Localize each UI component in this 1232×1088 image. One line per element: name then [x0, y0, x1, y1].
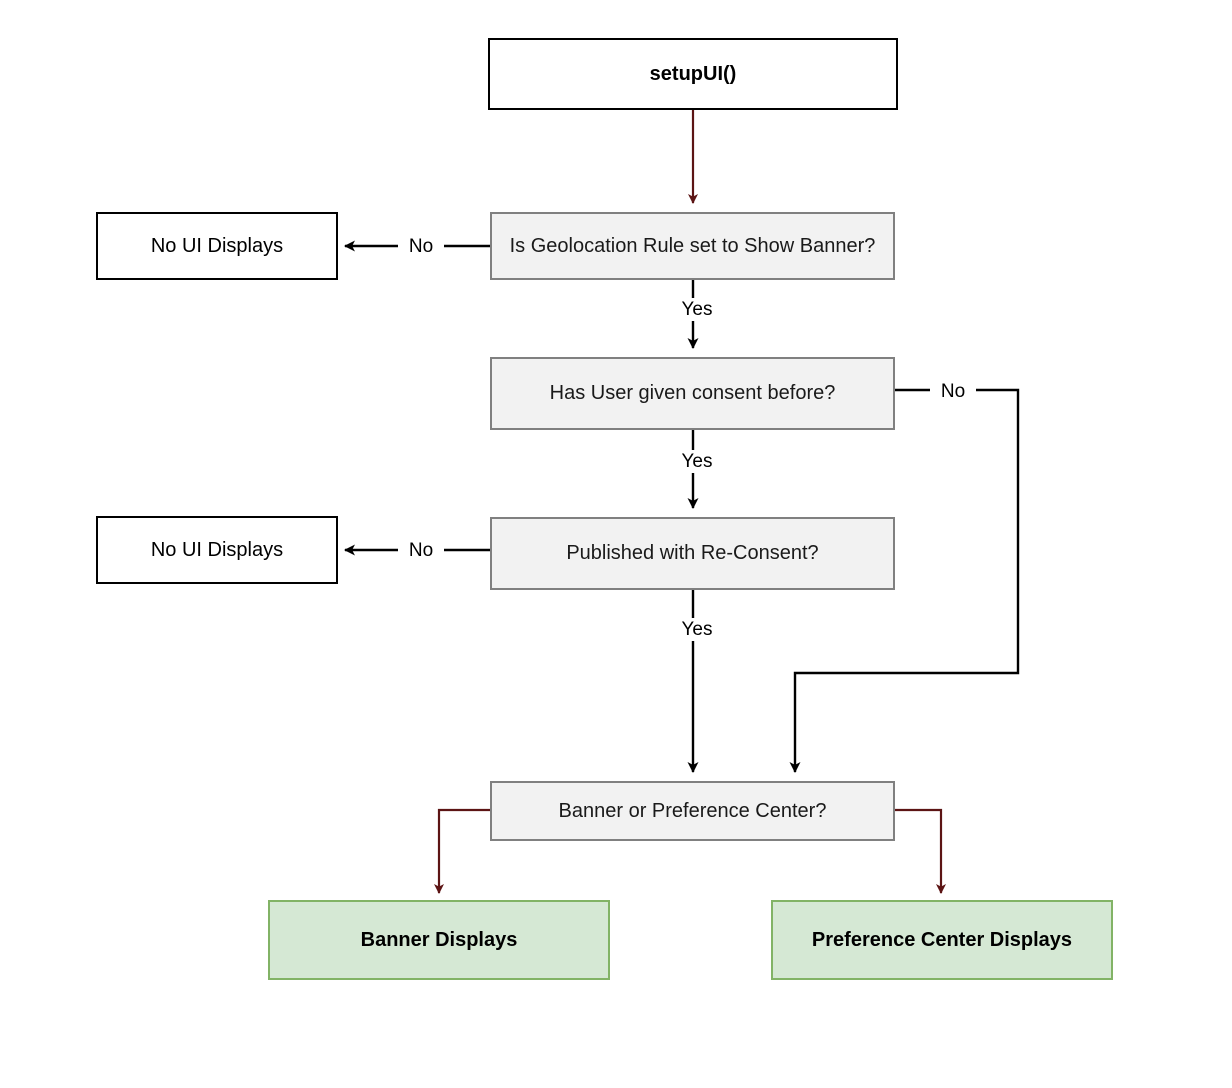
- node-setup-ui-label: setupUI(): [649, 62, 737, 85]
- node-preference-center-displays-label: Preference Center Displays: [811, 928, 1073, 951]
- node-banner-displays-label: Banner Displays: [360, 928, 518, 951]
- edge-label-reconsent-no: No: [398, 539, 444, 562]
- node-geolocation-rule-decision[interactable]: Is Geolocation Rule set to Show Banner?: [490, 212, 895, 280]
- node-geolocation-rule-label: Is Geolocation Rule set to Show Banner?: [509, 234, 876, 257]
- node-setup-ui[interactable]: setupUI(): [488, 38, 898, 110]
- node-has-user-consent-decision[interactable]: Has User given consent before?: [490, 357, 895, 430]
- edge-label-geolocation-yes: Yes: [672, 298, 722, 321]
- node-published-reconsent-decision[interactable]: Published with Re-Consent?: [490, 517, 895, 590]
- edge-banner-or-pc-to-pc-displays: [895, 808, 946, 894]
- node-has-user-consent-label: Has User given consent before?: [549, 382, 836, 404]
- node-no-ui-displays-1-label: No UI Displays: [150, 234, 284, 257]
- node-banner-displays[interactable]: Banner Displays: [268, 900, 610, 980]
- node-banner-or-preference-center-label: Banner or Preference Center?: [558, 799, 827, 822]
- edge-label-geolocation-no: No: [398, 235, 444, 258]
- edge-label-has-consent-no: No: [930, 380, 976, 403]
- node-preference-center-displays[interactable]: Preference Center Displays: [771, 900, 1113, 980]
- node-published-reconsent-label: Published with Re-Consent?: [566, 542, 819, 564]
- node-no-ui-displays-2[interactable]: No UI Displays: [96, 516, 338, 584]
- node-no-ui-displays-1[interactable]: No UI Displays: [96, 212, 338, 280]
- edge-label-has-consent-yes: Yes: [672, 450, 722, 473]
- node-banner-or-preference-center-decision[interactable]: Banner or Preference Center?: [490, 781, 895, 841]
- edge-banner-or-pc-to-banner-displays: [434, 808, 490, 894]
- node-no-ui-displays-2-label: No UI Displays: [150, 538, 284, 561]
- edge-label-reconsent-yes: Yes: [672, 618, 722, 641]
